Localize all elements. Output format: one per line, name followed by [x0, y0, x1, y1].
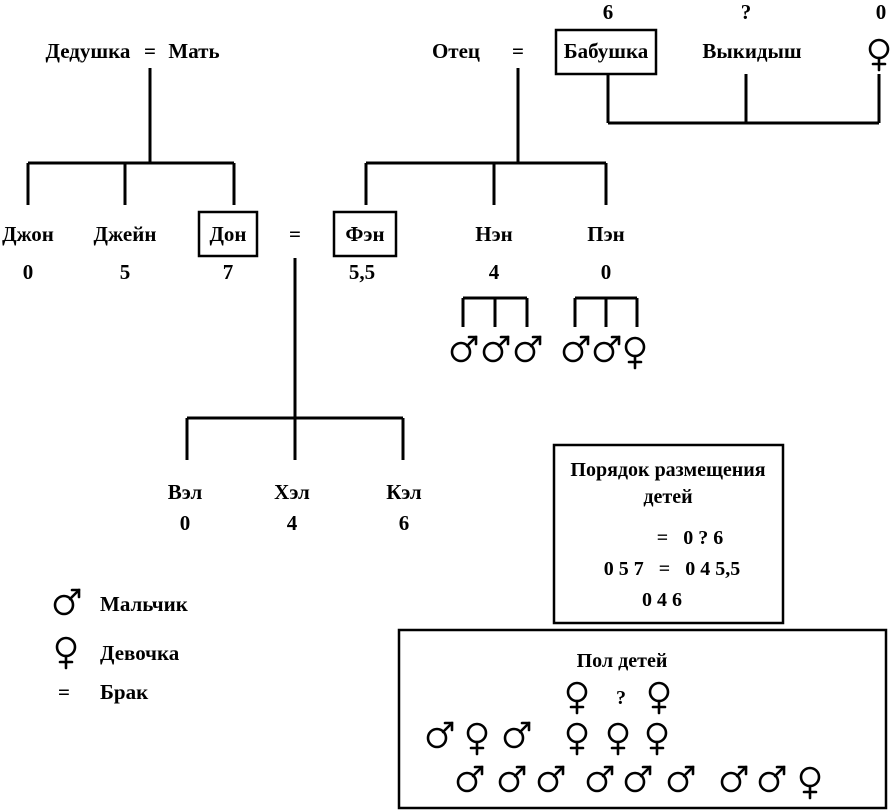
male-icon	[758, 765, 786, 793]
mother-label: Мать	[168, 39, 219, 63]
female-icon	[868, 38, 890, 72]
sex-box	[397, 628, 888, 810]
pen-number: 0	[601, 260, 612, 284]
female-icon	[624, 336, 646, 370]
male-icon	[514, 335, 542, 363]
grandmother-number: 6	[603, 0, 614, 24]
order-box-title-line1: Порядок размещения	[570, 459, 765, 481]
male-icon	[593, 335, 621, 363]
jane-label: Джейн	[94, 222, 157, 246]
order-box-row1: = 0 ? 6	[657, 527, 723, 549]
female-icon	[566, 722, 588, 756]
female-icon	[466, 722, 488, 756]
girl-number: 0	[876, 0, 887, 24]
jane-number: 5	[120, 260, 131, 284]
pen-label: Пэн	[587, 222, 625, 246]
order-box-title-line2: детей	[643, 486, 692, 508]
kal-number: 6	[399, 511, 410, 535]
male-icon	[624, 765, 652, 793]
grandfather-label: Дедушка	[46, 39, 131, 63]
male-icon	[667, 765, 695, 793]
male-icon	[450, 335, 478, 363]
marriage-sign-left: =	[144, 39, 156, 63]
male-icon	[498, 765, 526, 793]
kal-label: Кэл	[386, 480, 422, 504]
hal-number: 4	[287, 511, 298, 535]
legend-boy-label: Мальчик	[100, 592, 189, 616]
tree-connector-lines	[26, 68, 881, 460]
john-label: Джон	[2, 222, 54, 246]
male-icon	[426, 721, 454, 749]
legend-marriage-sign: =	[58, 680, 70, 704]
father-label: Отец	[432, 39, 480, 63]
order-box	[552, 443, 785, 625]
john-number: 0	[23, 260, 34, 284]
female-icon	[55, 636, 77, 670]
female-icon	[646, 722, 668, 756]
sex-box-symbols: ?	[426, 681, 821, 800]
male-icon	[586, 765, 614, 793]
legend-marriage-label: Брак	[100, 680, 149, 704]
male-icon	[482, 335, 510, 363]
female-icon	[799, 766, 821, 800]
nen-label: Нэн	[475, 222, 513, 246]
marriage-sign-right: =	[512, 39, 524, 63]
legend: Мальчик Девочка = Брак	[53, 588, 189, 704]
male-icon	[503, 721, 531, 749]
pen-children-icons	[562, 335, 646, 370]
female-icon	[566, 681, 588, 715]
fen-number: 5,5	[349, 260, 375, 284]
order-box-row2: 0 5 7 = 0 4 5,5	[604, 558, 740, 580]
nen-children-icons	[450, 335, 542, 363]
male-icon	[456, 765, 484, 793]
hal-label: Хэл	[274, 480, 310, 504]
male-icon	[720, 765, 748, 793]
grandmother-box	[554, 28, 658, 76]
female-icon	[607, 722, 629, 756]
marriage-sign-middle: =	[289, 222, 301, 246]
legend-girl-label: Девочка	[100, 641, 180, 665]
sex-box-question: ?	[616, 687, 626, 709]
val-number: 0	[180, 511, 191, 535]
male-icon	[562, 335, 590, 363]
order-box-row3: 0 4 6	[642, 589, 682, 611]
fen-box	[332, 210, 398, 258]
sex-box-title: Пол детей	[577, 650, 668, 672]
female-icon	[648, 681, 670, 715]
nen-number: 4	[489, 260, 500, 284]
don-label: Дон	[209, 222, 246, 246]
male-icon	[537, 765, 565, 793]
grandmother-label: Бабушка	[564, 39, 649, 63]
val-label: Вэл	[168, 480, 203, 504]
don-box	[197, 210, 259, 258]
miscarriage-label: Выкидыш	[702, 39, 802, 63]
miscarriage-number: ?	[741, 0, 752, 24]
fen-label: Фэн	[345, 222, 384, 246]
male-icon	[53, 588, 81, 616]
don-number: 7	[223, 260, 234, 284]
